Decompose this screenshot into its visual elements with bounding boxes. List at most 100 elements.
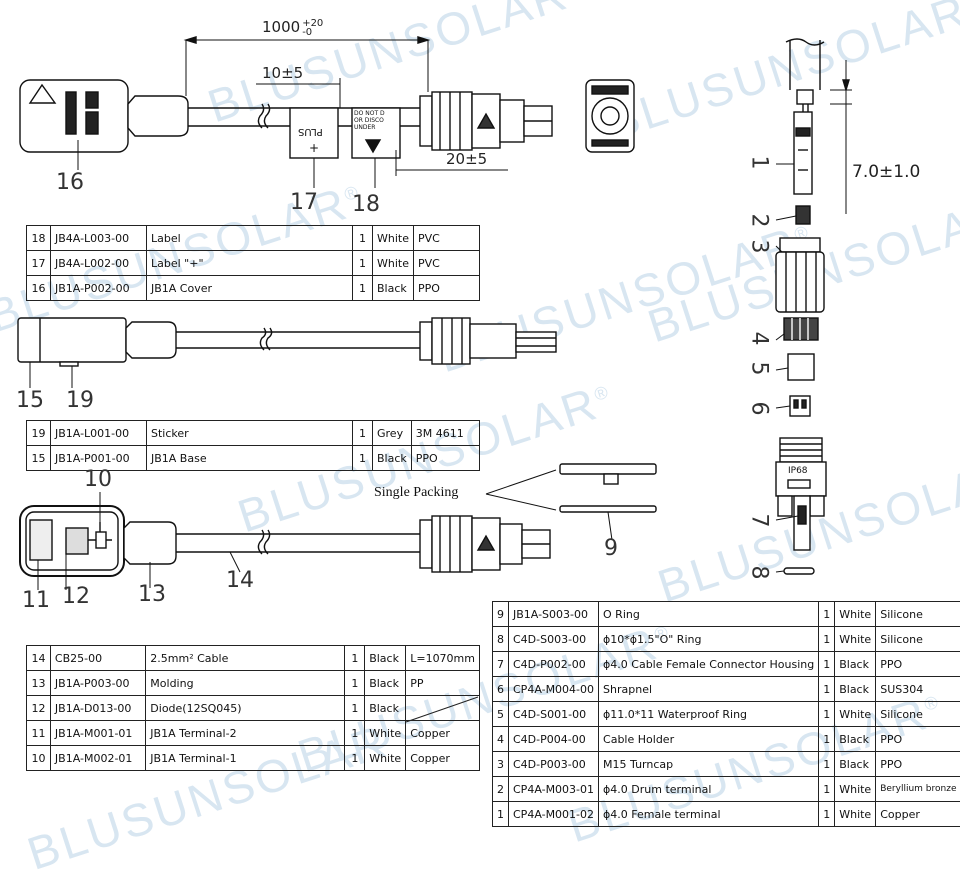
bom-cell-description: Molding	[146, 671, 345, 696]
bom-cell-part-number: JB1A-P002-00	[51, 276, 147, 301]
bom-cell-material: Copper	[876, 802, 960, 827]
bom-cell-part-number: CP4A-M004-00	[509, 677, 599, 702]
bom-cell-item-number: 13	[27, 671, 51, 696]
bom-cell-item-number: 9	[493, 602, 509, 627]
bom-cell-material: PPO	[414, 276, 480, 301]
bom-cell-material: PPO	[876, 652, 960, 677]
bom-cell-quantity: 1	[819, 727, 835, 752]
bom-cell-description: ϕ10*ϕ1.5"O" Ring	[599, 627, 819, 652]
bom-cell-quantity: 1	[819, 752, 835, 777]
assembly-top	[20, 37, 634, 188]
bom-cell-item-number: 5	[493, 702, 509, 727]
bom-cell-description: Label "+"	[147, 251, 353, 276]
dimension-label-offset: 10±5	[262, 64, 303, 82]
bom-cell-part-number: JB1A-L001-00	[51, 421, 147, 446]
bom-cell-item-number: 16	[27, 276, 51, 301]
bom-cell-description: Cable Holder	[599, 727, 819, 752]
bom-cell-part-number: JB4A-L003-00	[51, 226, 147, 251]
callout-19: 19	[66, 388, 94, 413]
bom-cell-item-number: 11	[27, 721, 51, 746]
bom-cell-material: Silicone	[876, 627, 960, 652]
bom-cell-item-number: 6	[493, 677, 509, 702]
bom-cell-item-number: 3	[493, 752, 509, 777]
bom-cell-part-number: CP4A-M003-01	[509, 777, 599, 802]
assembly-lower	[20, 464, 656, 590]
bom-cell-color: White	[373, 226, 414, 251]
bom-cell-quantity: 1	[353, 226, 373, 251]
part-callout-4: 4	[747, 332, 772, 346]
dimension-length: 1000+20-0	[262, 18, 323, 37]
bom-cell-part-number: C4D-P003-00	[509, 752, 599, 777]
bom-cell-color: Black	[835, 727, 876, 752]
bom-cell-material: PP	[406, 671, 480, 696]
dimension-label-offset-2: 20±5	[446, 150, 487, 168]
part-callout-5: 5	[747, 362, 772, 376]
warning-line: UNDER	[354, 124, 400, 131]
bom-cell-quantity: 1	[353, 251, 373, 276]
bom-cell-color: Black	[835, 752, 876, 777]
bom-cell-part-number: JB1A-M001-01	[50, 721, 145, 746]
bom-cell-color: White	[835, 802, 876, 827]
bom-cell-description: 2.5mm² Cable	[146, 646, 345, 671]
callout-11: 11	[22, 588, 50, 613]
callout-15: 15	[16, 388, 44, 413]
callout-17: 17	[290, 190, 318, 215]
bom-cell-material: PVC	[414, 251, 480, 276]
bom-cell-color: White	[365, 746, 406, 771]
part-callout-7: 7	[747, 514, 772, 528]
bom-cell-part-number: C4D-P002-00	[509, 652, 599, 677]
bom-cell-quantity: 1	[345, 746, 365, 771]
plus-label-sign: +	[309, 141, 319, 155]
bom-cell-description: Label	[147, 226, 353, 251]
bom-cell-color: White	[835, 702, 876, 727]
callout-10: 10	[84, 467, 112, 492]
warning-line: DO NOT D	[354, 110, 400, 117]
callout-14: 14	[226, 568, 254, 593]
bom-cell-item-number: 4	[493, 727, 509, 752]
bom-cell-item-number: 12	[27, 696, 51, 721]
bom-cell-item-number: 17	[27, 251, 51, 276]
part-callout-8: 8	[747, 566, 772, 580]
bom-cell-color: Black	[365, 646, 406, 671]
bom-cell-part-number: JB4A-L002-00	[51, 251, 147, 276]
bom-cell-description: JB1A Terminal-2	[146, 721, 345, 746]
bom-cell-item-number: 7	[493, 652, 509, 677]
bom-cell-material: Copper	[406, 746, 480, 771]
warning-label: DO NOT D OR DISCO UNDER	[354, 110, 400, 131]
bom-cell-part-number: JB1A-S003-00	[509, 602, 599, 627]
bom-cell-color: Black	[373, 446, 412, 471]
bom-cell-part-number: C4D-S001-00	[509, 702, 599, 727]
callout-18: 18	[352, 192, 380, 217]
bom-cell-quantity: 1	[353, 446, 373, 471]
bom-cell-description: JB1A Cover	[147, 276, 353, 301]
bom-cell-quantity: 1	[345, 721, 365, 746]
bom-cell-quantity: 1	[345, 696, 365, 721]
bom-cell-color: White	[373, 251, 414, 276]
bom-cell-part-number: C4D-S003-00	[509, 627, 599, 652]
bom-cell-description: JB1A Base	[147, 446, 353, 471]
plus-label-text: PLUS	[298, 126, 323, 137]
part-callout-1: 1	[747, 156, 772, 170]
bom-cell-quantity: 1	[819, 677, 835, 702]
bom-cell-item-number: 14	[27, 646, 51, 671]
bom-cell-quantity: 1	[819, 652, 835, 677]
bom-cell-color: Grey	[373, 421, 412, 446]
bom-cell-quantity: 1	[353, 276, 373, 301]
bom-cell-material: PPO	[876, 727, 960, 752]
bom-cell-quantity: 1	[819, 627, 835, 652]
bom-cell-material: 3M 4611	[411, 421, 479, 446]
bom-cell-part-number: JB1A-P003-00	[50, 671, 145, 696]
bom-cell-description: M15 Turncap	[599, 752, 819, 777]
